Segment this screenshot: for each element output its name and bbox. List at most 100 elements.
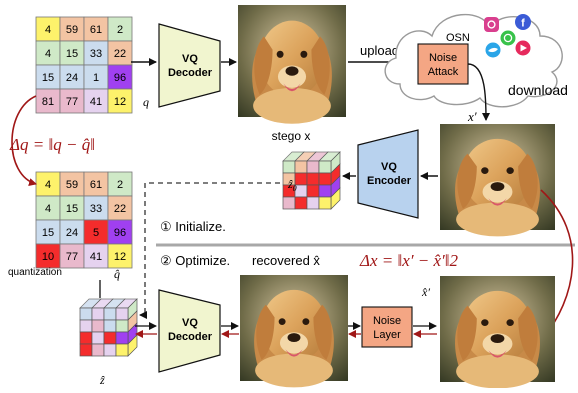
grid-cell-value: 22 bbox=[114, 203, 126, 215]
vq-decoder-top-block bbox=[158, 23, 221, 108]
zhat-label: ẑ bbox=[99, 373, 105, 387]
grid-cell bbox=[107, 171, 133, 197]
cube-front-cell bbox=[318, 184, 332, 198]
grid-cell bbox=[107, 64, 133, 90]
vq-encoder-line2: Encoder bbox=[367, 175, 412, 187]
grid-cell bbox=[83, 171, 109, 197]
cube-front-cell bbox=[91, 307, 105, 321]
cube-front-cell bbox=[79, 307, 93, 321]
cube-front-cell bbox=[294, 196, 308, 210]
cube-front-cell bbox=[79, 331, 93, 345]
stego-label: stego x bbox=[272, 129, 311, 143]
grid-cell-value: 24 bbox=[66, 72, 78, 84]
cube-front-cell bbox=[91, 343, 105, 357]
grid-qhat-label: q̂ bbox=[114, 267, 120, 281]
noise-layer-block bbox=[361, 306, 413, 348]
grid-cell bbox=[83, 219, 109, 245]
cube-front-cell bbox=[115, 319, 129, 333]
grid-cell-value: 2 bbox=[117, 179, 123, 191]
cube-front-cell bbox=[103, 343, 117, 357]
grid-cell bbox=[107, 40, 133, 66]
grid-cell-value: 41 bbox=[90, 251, 102, 263]
vq-decoder-top-line2: Decoder bbox=[168, 67, 213, 79]
cube-front-cell bbox=[294, 160, 308, 174]
grid-cell-value: 33 bbox=[90, 203, 102, 215]
x-hat-prime-label: x̂′ bbox=[421, 285, 430, 299]
download-arrow bbox=[467, 63, 490, 121]
grid-cell bbox=[35, 195, 61, 221]
cube-front-cell bbox=[115, 343, 129, 357]
grid-cell-value: 1 bbox=[93, 72, 99, 84]
vq-decoder-top-line1: VQ bbox=[182, 53, 198, 65]
cube-front-cell bbox=[79, 319, 93, 333]
vq-decoder-bottom-block bbox=[158, 289, 221, 373]
grid-cell-value: 4 bbox=[45, 203, 51, 215]
facebook-icon bbox=[515, 14, 531, 30]
grid-cell-value: 4 bbox=[45, 48, 51, 60]
social-icons-cluster: f bbox=[484, 14, 531, 58]
grid-cell-value: 59 bbox=[66, 179, 78, 191]
cube-front-cell bbox=[306, 160, 320, 174]
grid-cell bbox=[59, 40, 85, 66]
delta-q-equation: Δq = ‖q − q̂‖ bbox=[9, 135, 95, 154]
cube-front-cell bbox=[318, 172, 332, 186]
grid-cell-value: 96 bbox=[114, 227, 126, 239]
grid-cell-value: 77 bbox=[66, 251, 78, 263]
grid-cell-value: 4 bbox=[45, 179, 51, 191]
grid-cell bbox=[83, 243, 109, 269]
whatsapp-icon bbox=[500, 30, 516, 46]
received-image-x-prime bbox=[440, 124, 555, 237]
latent-cube-z0 bbox=[282, 151, 341, 210]
recovered-label: recovered x̂ bbox=[252, 253, 320, 268]
grid-cell-value: 33 bbox=[90, 48, 102, 60]
quantization-caption: quantization bbox=[8, 267, 62, 278]
initialize-dashed-end bbox=[139, 290, 147, 319]
cube-front-cell bbox=[294, 172, 308, 186]
grid-cell bbox=[107, 195, 133, 221]
grid-cell-value: 77 bbox=[66, 96, 78, 108]
grid-cell-value: 61 bbox=[90, 24, 102, 36]
z0-label: ẑ0 bbox=[287, 177, 297, 193]
cube-front-cell bbox=[282, 196, 296, 210]
svg-text:f: f bbox=[521, 18, 525, 30]
cube-front-cell bbox=[306, 184, 320, 198]
instagram-icon bbox=[484, 17, 499, 32]
download-label: download bbox=[508, 82, 568, 98]
cube-front-cell bbox=[318, 160, 332, 174]
grid-cell-value: 81 bbox=[42, 96, 54, 108]
x-prime-label: x′ bbox=[467, 109, 477, 124]
grid-cell-value: 59 bbox=[66, 24, 78, 36]
osn-label: OSN bbox=[446, 32, 470, 44]
recovered-image bbox=[240, 275, 348, 388]
step-initialize-label: ① Initialize. bbox=[160, 219, 226, 234]
latent-cube-zhat bbox=[79, 298, 138, 357]
grid-cell-value: 61 bbox=[90, 179, 102, 191]
noise-attack-line2: Attack bbox=[428, 66, 459, 78]
delta-q-arrow bbox=[11, 95, 37, 186]
grid-cell-value: 22 bbox=[114, 48, 126, 60]
grid-cell-value: 15 bbox=[66, 203, 78, 215]
grid-cell bbox=[35, 243, 61, 269]
grid-cell-value: 15 bbox=[42, 227, 54, 239]
cube-front-cell bbox=[306, 196, 320, 210]
cube-front-cell bbox=[294, 184, 308, 198]
noise-attack-block bbox=[417, 43, 469, 85]
grid-cell bbox=[59, 64, 85, 90]
grid-cell-value: 41 bbox=[90, 96, 102, 108]
grid-cell-value: 12 bbox=[114, 96, 126, 108]
grid-cell bbox=[107, 16, 133, 42]
cube-front-cell bbox=[103, 307, 117, 321]
grid-cell-value: 12 bbox=[114, 251, 126, 263]
noise-layer-line2: Layer bbox=[373, 329, 401, 341]
cube-front-cell bbox=[91, 331, 105, 345]
noisy-recovered-image bbox=[440, 276, 555, 389]
cube-front-cell bbox=[318, 196, 332, 210]
grid-cell bbox=[83, 195, 109, 221]
grid-cell bbox=[35, 16, 61, 42]
cube-front-cell bbox=[115, 331, 129, 345]
grid-cell-value: 10 bbox=[42, 251, 54, 263]
